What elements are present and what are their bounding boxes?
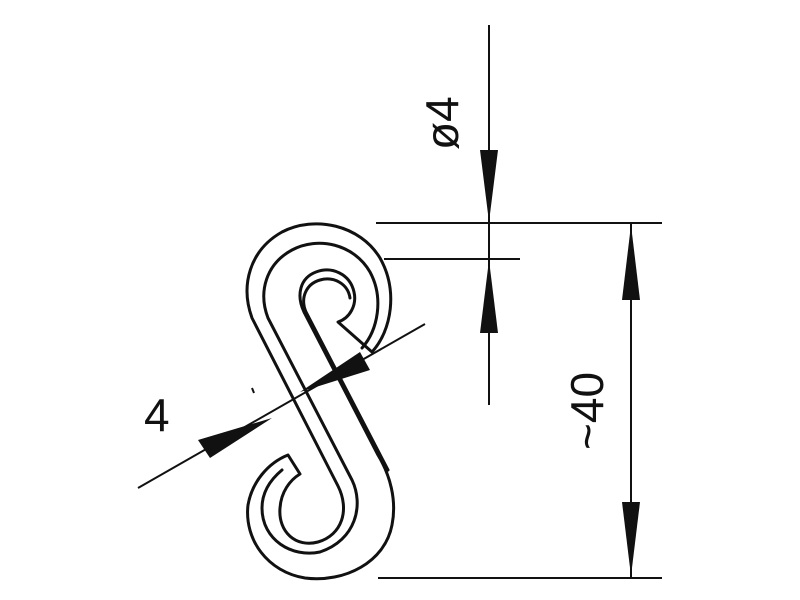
wire-width-arrow-right bbox=[300, 352, 370, 392]
length-arrow-bottom bbox=[622, 502, 640, 576]
s-hook-inner-contour bbox=[260, 241, 390, 555]
diameter-label: ø4 bbox=[416, 96, 468, 150]
length-arrow-top bbox=[622, 225, 640, 300]
diameter-arrow-top bbox=[480, 150, 498, 222]
length-label: ~40 bbox=[561, 372, 613, 450]
wire-width-arrow-left bbox=[198, 418, 272, 458]
wire-width-dimension-line bbox=[137, 323, 426, 489]
diameter-arrow-bottom bbox=[480, 260, 498, 333]
wire-width-label: 4 bbox=[144, 389, 170, 441]
wire-width-tick bbox=[251, 387, 255, 394]
s-hook-outer-contour bbox=[245, 222, 396, 581]
